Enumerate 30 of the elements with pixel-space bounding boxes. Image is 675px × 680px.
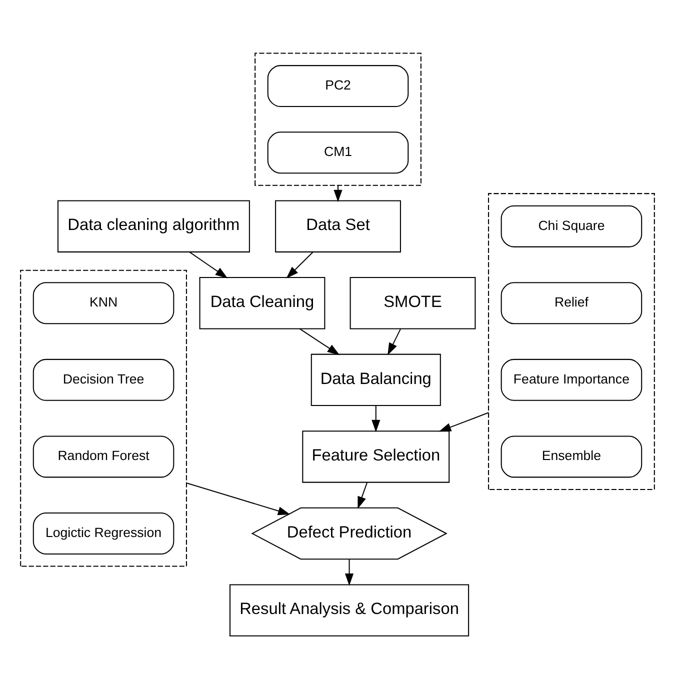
- arrow: [358, 482, 368, 508]
- node-box: Data Cleaning: [199, 276, 326, 329]
- node-box: Result Analysis & Comparison: [229, 584, 470, 636]
- node-box: Data cleaning algorithm: [57, 200, 250, 252]
- cluster: [488, 192, 655, 490]
- cluster: [254, 52, 422, 186]
- node-box: Logictic Regression: [32, 512, 174, 554]
- node-box: Data Balancing: [310, 353, 441, 406]
- node-box: CM1: [267, 131, 409, 174]
- node-box: Ensemble: [500, 435, 642, 478]
- node-box: Chi Square: [500, 204, 642, 247]
- cluster: [20, 269, 187, 566]
- arrow: [372, 405, 380, 432]
- arrow: [334, 184, 342, 202]
- arrow: [286, 251, 314, 278]
- node-box: PC2: [267, 64, 409, 107]
- node-box: Decision Tree: [32, 358, 174, 400]
- arrow: [186, 482, 290, 515]
- node-box: Data Set: [275, 200, 401, 252]
- node-box: Relief: [500, 282, 642, 324]
- arrow: [299, 328, 340, 355]
- arrow: [438, 412, 489, 432]
- arrow: [344, 558, 354, 586]
- node-box: Random Forest: [32, 435, 174, 478]
- arrow: [189, 251, 228, 278]
- node-box: Feature Selection: [302, 430, 450, 482]
- node-box: Feature Importance: [500, 358, 642, 400]
- arrow: [388, 328, 401, 355]
- node-box: SMOTE: [350, 276, 476, 329]
- node-box: KNN: [32, 282, 174, 324]
